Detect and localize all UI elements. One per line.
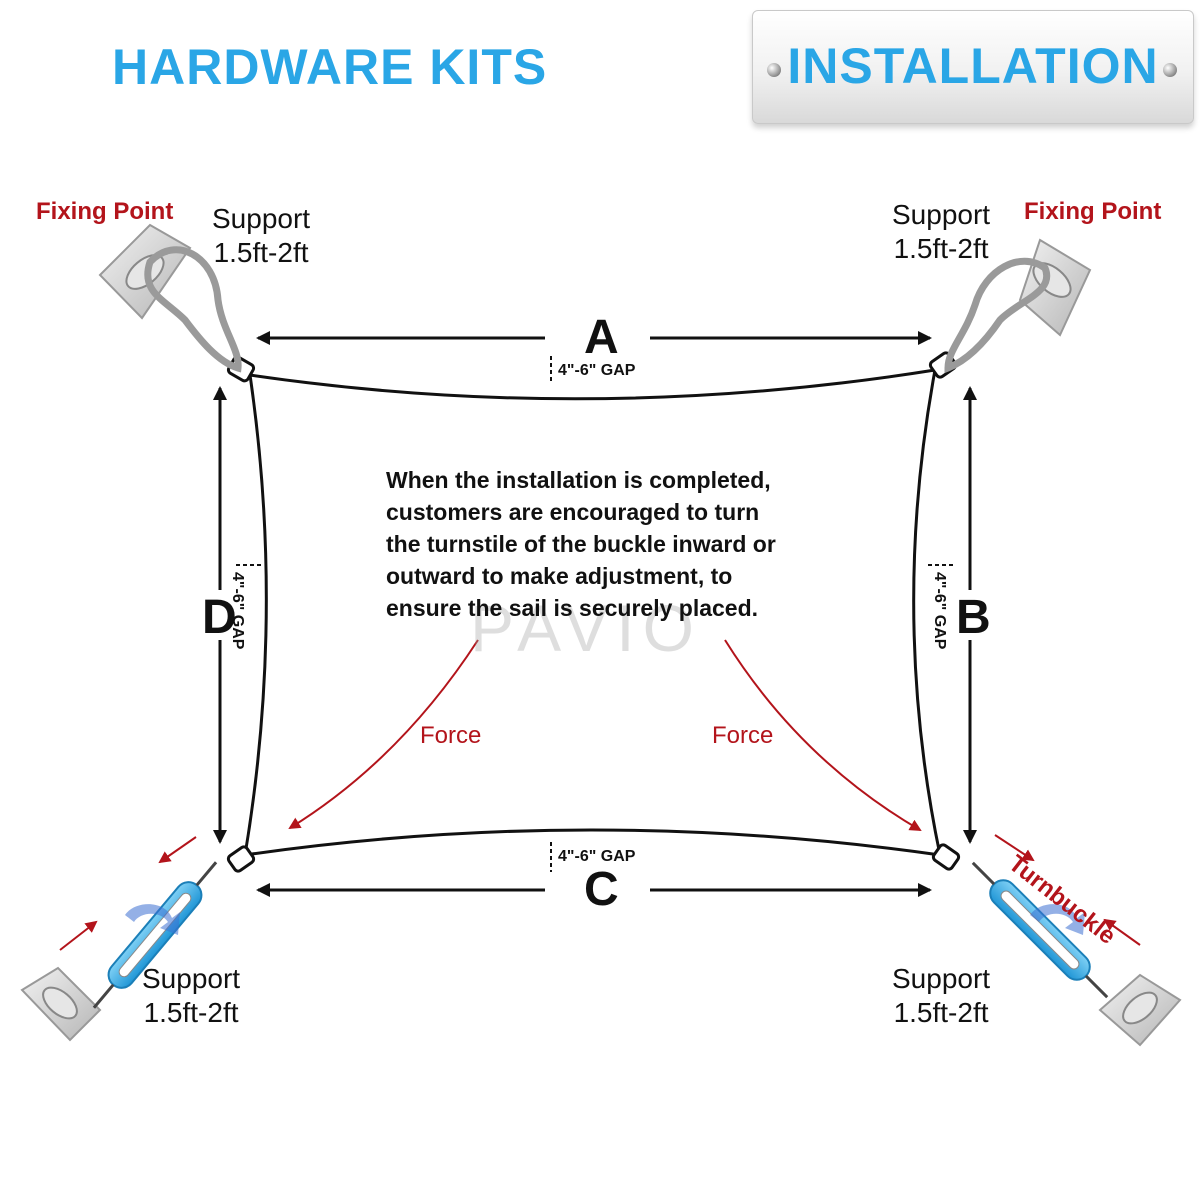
pad-eye-icon [20,966,102,1042]
force-label-right: Force [712,722,774,749]
instruction-line: ensure the sail is securely placed. [386,595,759,621]
screw-icon [767,63,781,77]
side-label-b: B [956,591,991,644]
side-label-a: A [584,311,619,364]
support-label-bottom-left: Support 1.5ft-2ft [142,963,241,1028]
instruction-line: outward to make adjustment, to [386,563,733,589]
fixing-point-label-top-left: Fixing Point [36,198,174,225]
support-label-bottom-right: Support 1.5ft-2ft [892,963,991,1028]
tension-arrow [994,834,1035,862]
rotation-arrow-icon [1030,904,1085,935]
instruction-line: customers are encouraged to turn [386,499,760,525]
side-label-c: C [584,863,619,916]
snap-hook-icon [944,257,1051,374]
instruction-line: When the installation is completed, [386,467,771,493]
gap-label-b: 4"-6" GAP [931,572,948,650]
fixing-point-label-top-right: Fixing Point [1024,198,1162,225]
tension-arrow [59,920,98,951]
installation-instructions: When the installation is completed, cust… [386,464,856,624]
force-label-left: Force [420,722,482,749]
d-ring-icon [226,845,256,873]
watermark: PAVIO [470,591,702,665]
tension-arrow [1103,918,1141,946]
force-arrow-left [288,639,479,830]
screw-icon [1163,63,1177,77]
rotation-arrow-icon [125,904,180,935]
installation-plate: INSTALLATION [752,10,1194,124]
force-arrow-right [724,639,922,832]
tension-arrow [158,836,197,864]
turnbuckle-icon [92,861,218,1009]
hardware-kits-title: HARDWARE KITS [112,39,548,95]
turnbuckle-icon [971,861,1109,999]
pad-eye-icon [1018,238,1092,337]
pad-eye-icon [1098,973,1182,1047]
instruction-line: the turnstile of the buckle inward or [386,531,776,557]
support-label-top-left: Support 1.5ft-2ft [212,203,311,268]
snap-hook-icon [144,246,242,373]
side-label-d: D [202,591,237,644]
installation-title: INSTALLATION [787,38,1159,94]
support-label-top-right: Support 1.5ft-2ft [892,199,991,264]
d-ring-icon [931,843,961,871]
gap-label-d: 4"-6" GAP [229,572,246,650]
gap-label-a: 4"-6" GAP [558,362,636,379]
gap-label-c: 4"-6" GAP [558,848,636,865]
